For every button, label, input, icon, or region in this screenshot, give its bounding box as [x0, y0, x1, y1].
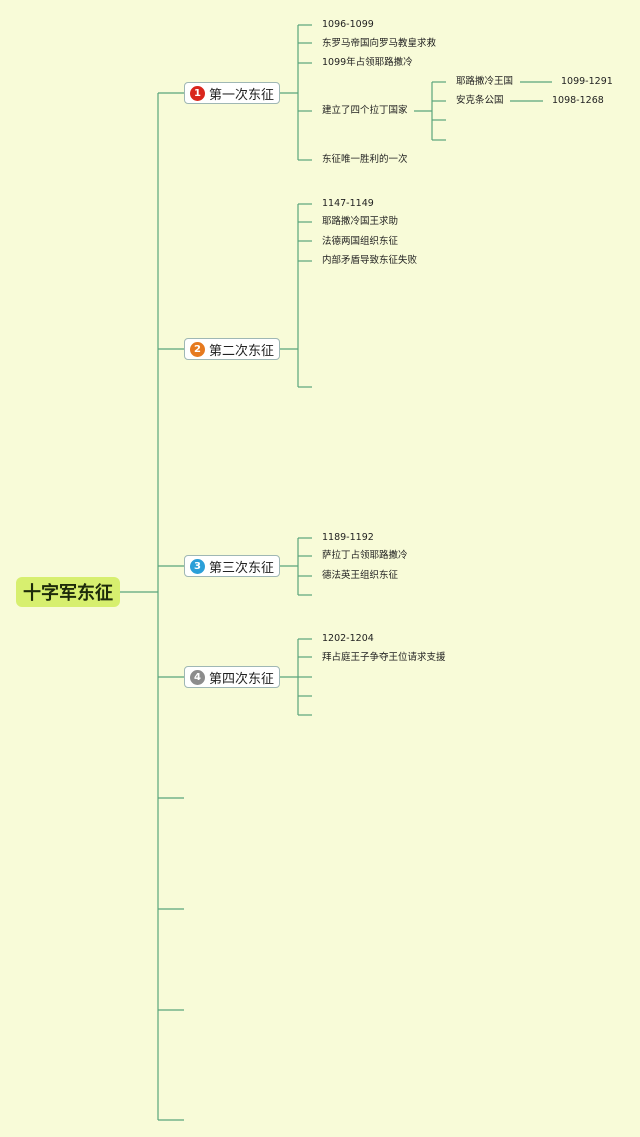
root-topic-label: 十字军东征 [23, 583, 113, 604]
topic-label: 第二次东征 [208, 343, 274, 359]
subtopic[interactable]: 1099年占领耶路撒冷 [322, 57, 413, 68]
topic-crusade-3[interactable]: 3 第三次东征 [184, 555, 280, 577]
number-badge-icon: 4 [189, 669, 205, 685]
number-badge-icon: 3 [189, 558, 205, 574]
subtopic[interactable]: 内部矛盾导致东征失败 [322, 255, 418, 266]
latin-state-years[interactable]: 1098-1268 [552, 95, 604, 106]
topic-crusade-1[interactable]: 1 第一次东征 [184, 82, 280, 104]
subtopic[interactable]: 拜占庭王子争夺王位请求支援 [322, 652, 446, 663]
latin-state[interactable]: 安克条公国 [456, 95, 504, 106]
subtopic[interactable]: 德法英王组织东征 [322, 570, 399, 581]
subtopic[interactable]: 1189-1192 [322, 532, 374, 543]
topic-label: 第四次东征 [208, 671, 274, 687]
root-topic[interactable]: 十字军东征 [16, 577, 120, 607]
subtopic[interactable]: 1147-1149 [322, 198, 374, 209]
topic-label: 第一次东征 [208, 87, 274, 103]
number-badge-icon: 1 [189, 85, 205, 101]
number-badge-icon: 2 [189, 341, 205, 357]
subtopic[interactable]: 萨拉丁占领耶路撒冷 [322, 550, 408, 561]
topic-label: 第三次东征 [208, 560, 274, 576]
subtopic[interactable]: 建立了四个拉丁国家 [322, 105, 408, 116]
subtopic[interactable]: 法德两国组织东征 [322, 236, 399, 247]
subtopic[interactable]: 东罗马帝国向罗马教皇求救 [322, 38, 437, 49]
subtopic[interactable]: 耶路撒冷国王求助 [322, 216, 399, 227]
latin-state-years[interactable]: 1099-1291 [561, 76, 613, 87]
subtopic[interactable]: 东征唯一胜利的一次 [322, 154, 408, 165]
topic-crusade-2[interactable]: 2 第二次东征 [184, 338, 280, 360]
subtopic[interactable]: 1202-1204 [322, 633, 374, 644]
subtopic[interactable]: 1096-1099 [322, 19, 374, 30]
topic-crusade-4[interactable]: 4 第四次东征 [184, 666, 280, 688]
latin-state[interactable]: 耶路撒冷王国 [456, 76, 514, 87]
